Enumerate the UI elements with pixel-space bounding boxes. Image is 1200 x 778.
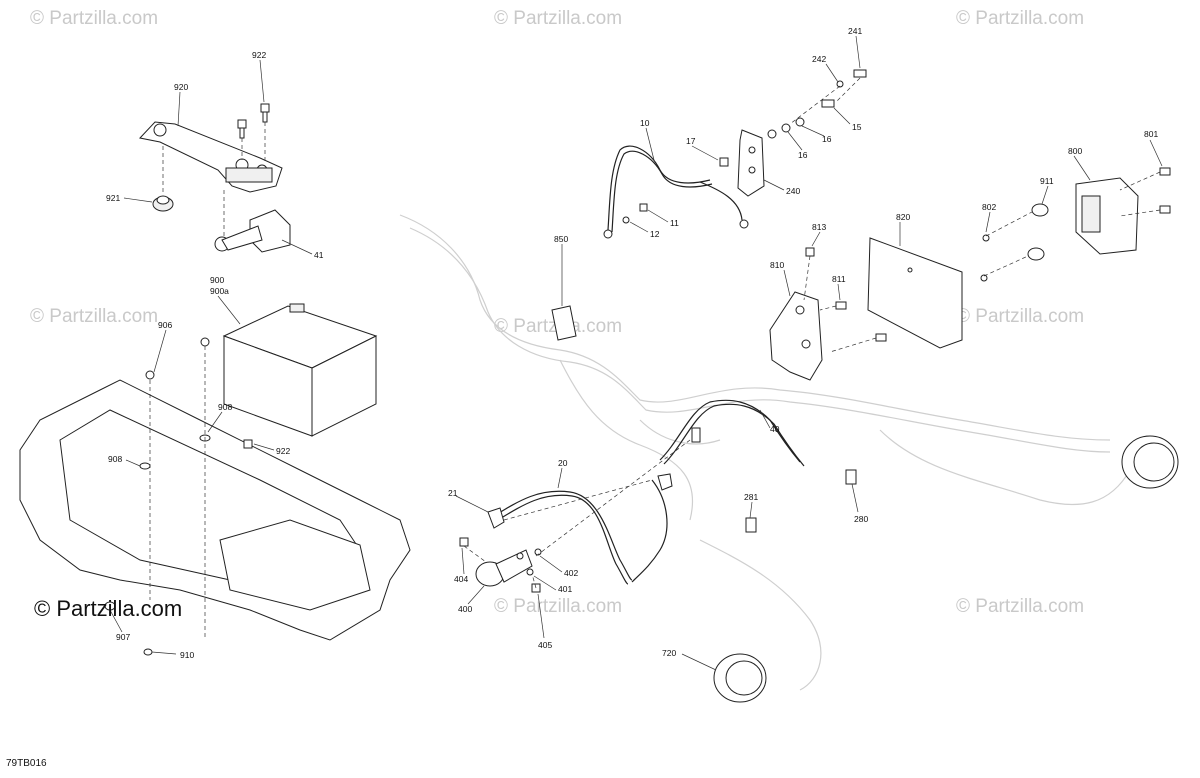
watermark: © Partzilla.com [30,8,159,29]
battery-900 [222,303,378,437]
callout-811: 811 [832,274,846,284]
callout-17: 17 [686,136,696,146]
callout-922b: 922 [276,446,290,456]
callout-405: 405 [538,640,552,650]
callout-16: 16 [798,150,808,160]
callout-801: 801 [1144,129,1158,139]
callout-labels: 920 922 921 41 10 17 11 12 240 241 242 1… [106,26,1158,660]
bracket-240 [737,69,867,197]
callout-241: 241 [848,26,862,36]
clip-280 [745,469,857,533]
plate-820 [867,237,963,349]
callout-12: 12 [650,229,660,239]
cable-10 [603,145,749,239]
callout-leaders [109,35,1163,671]
callout-281: 281 [744,492,758,502]
callout-802: 802 [982,202,996,212]
callout-280: 280 [854,514,868,524]
callout-10: 10 [640,118,650,128]
watermark: © Partzilla.com [956,8,1085,29]
callout-921: 921 [106,193,120,203]
washer-911 [980,203,1049,282]
cable-20 [487,473,673,585]
watermark: © Partzilla.com [30,306,159,327]
callout-240: 240 [786,186,800,196]
watermark: © Partzilla.com [494,596,623,617]
watermark: © Partzilla.com [956,306,1085,327]
nut-921 [152,195,174,212]
callout-400: 400 [458,604,472,614]
callout-11: 11 [670,218,679,228]
assembly-lines [149,77,1161,640]
callout-810: 810 [770,260,784,270]
callout-41: 41 [314,250,324,260]
battery-tray [19,337,411,656]
callout-820: 820 [896,212,910,222]
callout-906: 906 [158,320,172,330]
watermark: © Partzilla.com [956,596,1085,617]
callout-900a: 900a [210,286,229,296]
partzilla-brand-label: © Partzilla.com [34,596,183,621]
callout-813: 813 [812,222,826,232]
callout-908b: 908 [108,454,122,464]
callout-40: 40 [770,424,780,434]
bracket-920 [139,121,283,193]
callout-242: 242 [812,54,826,64]
callout-850: 850 [554,234,568,244]
bracket-810 [769,247,887,381]
callout-922: 922 [252,50,266,60]
module-800 [1075,167,1171,255]
callout-404: 404 [454,574,468,584]
relay-400 [459,537,542,593]
callout-910: 910 [180,650,194,660]
watermark: © Partzilla.com [494,8,623,29]
callout-402: 402 [564,568,578,578]
callout-800: 800 [1068,146,1082,156]
callout-720: 720 [662,648,676,658]
lamp-720 [713,435,1179,703]
callout-907: 907 [116,632,130,642]
cover-41 [214,209,291,253]
callout-15: 15 [852,122,862,132]
callout-920: 920 [174,82,188,92]
callout-21: 21 [448,488,458,498]
callout-900: 900 [210,275,224,285]
callout-911: 911 [1040,176,1054,186]
cable-40 [659,399,805,467]
frame-outline [399,214,1131,691]
connector-850 [551,305,577,341]
callout-908: 908 [218,402,232,412]
bolt-922 [237,103,270,139]
callout-20: 20 [558,458,568,468]
callout-401: 401 [558,584,572,594]
diagram-code: 79TB016 [6,758,47,769]
callout-16b: 16 [822,134,832,144]
